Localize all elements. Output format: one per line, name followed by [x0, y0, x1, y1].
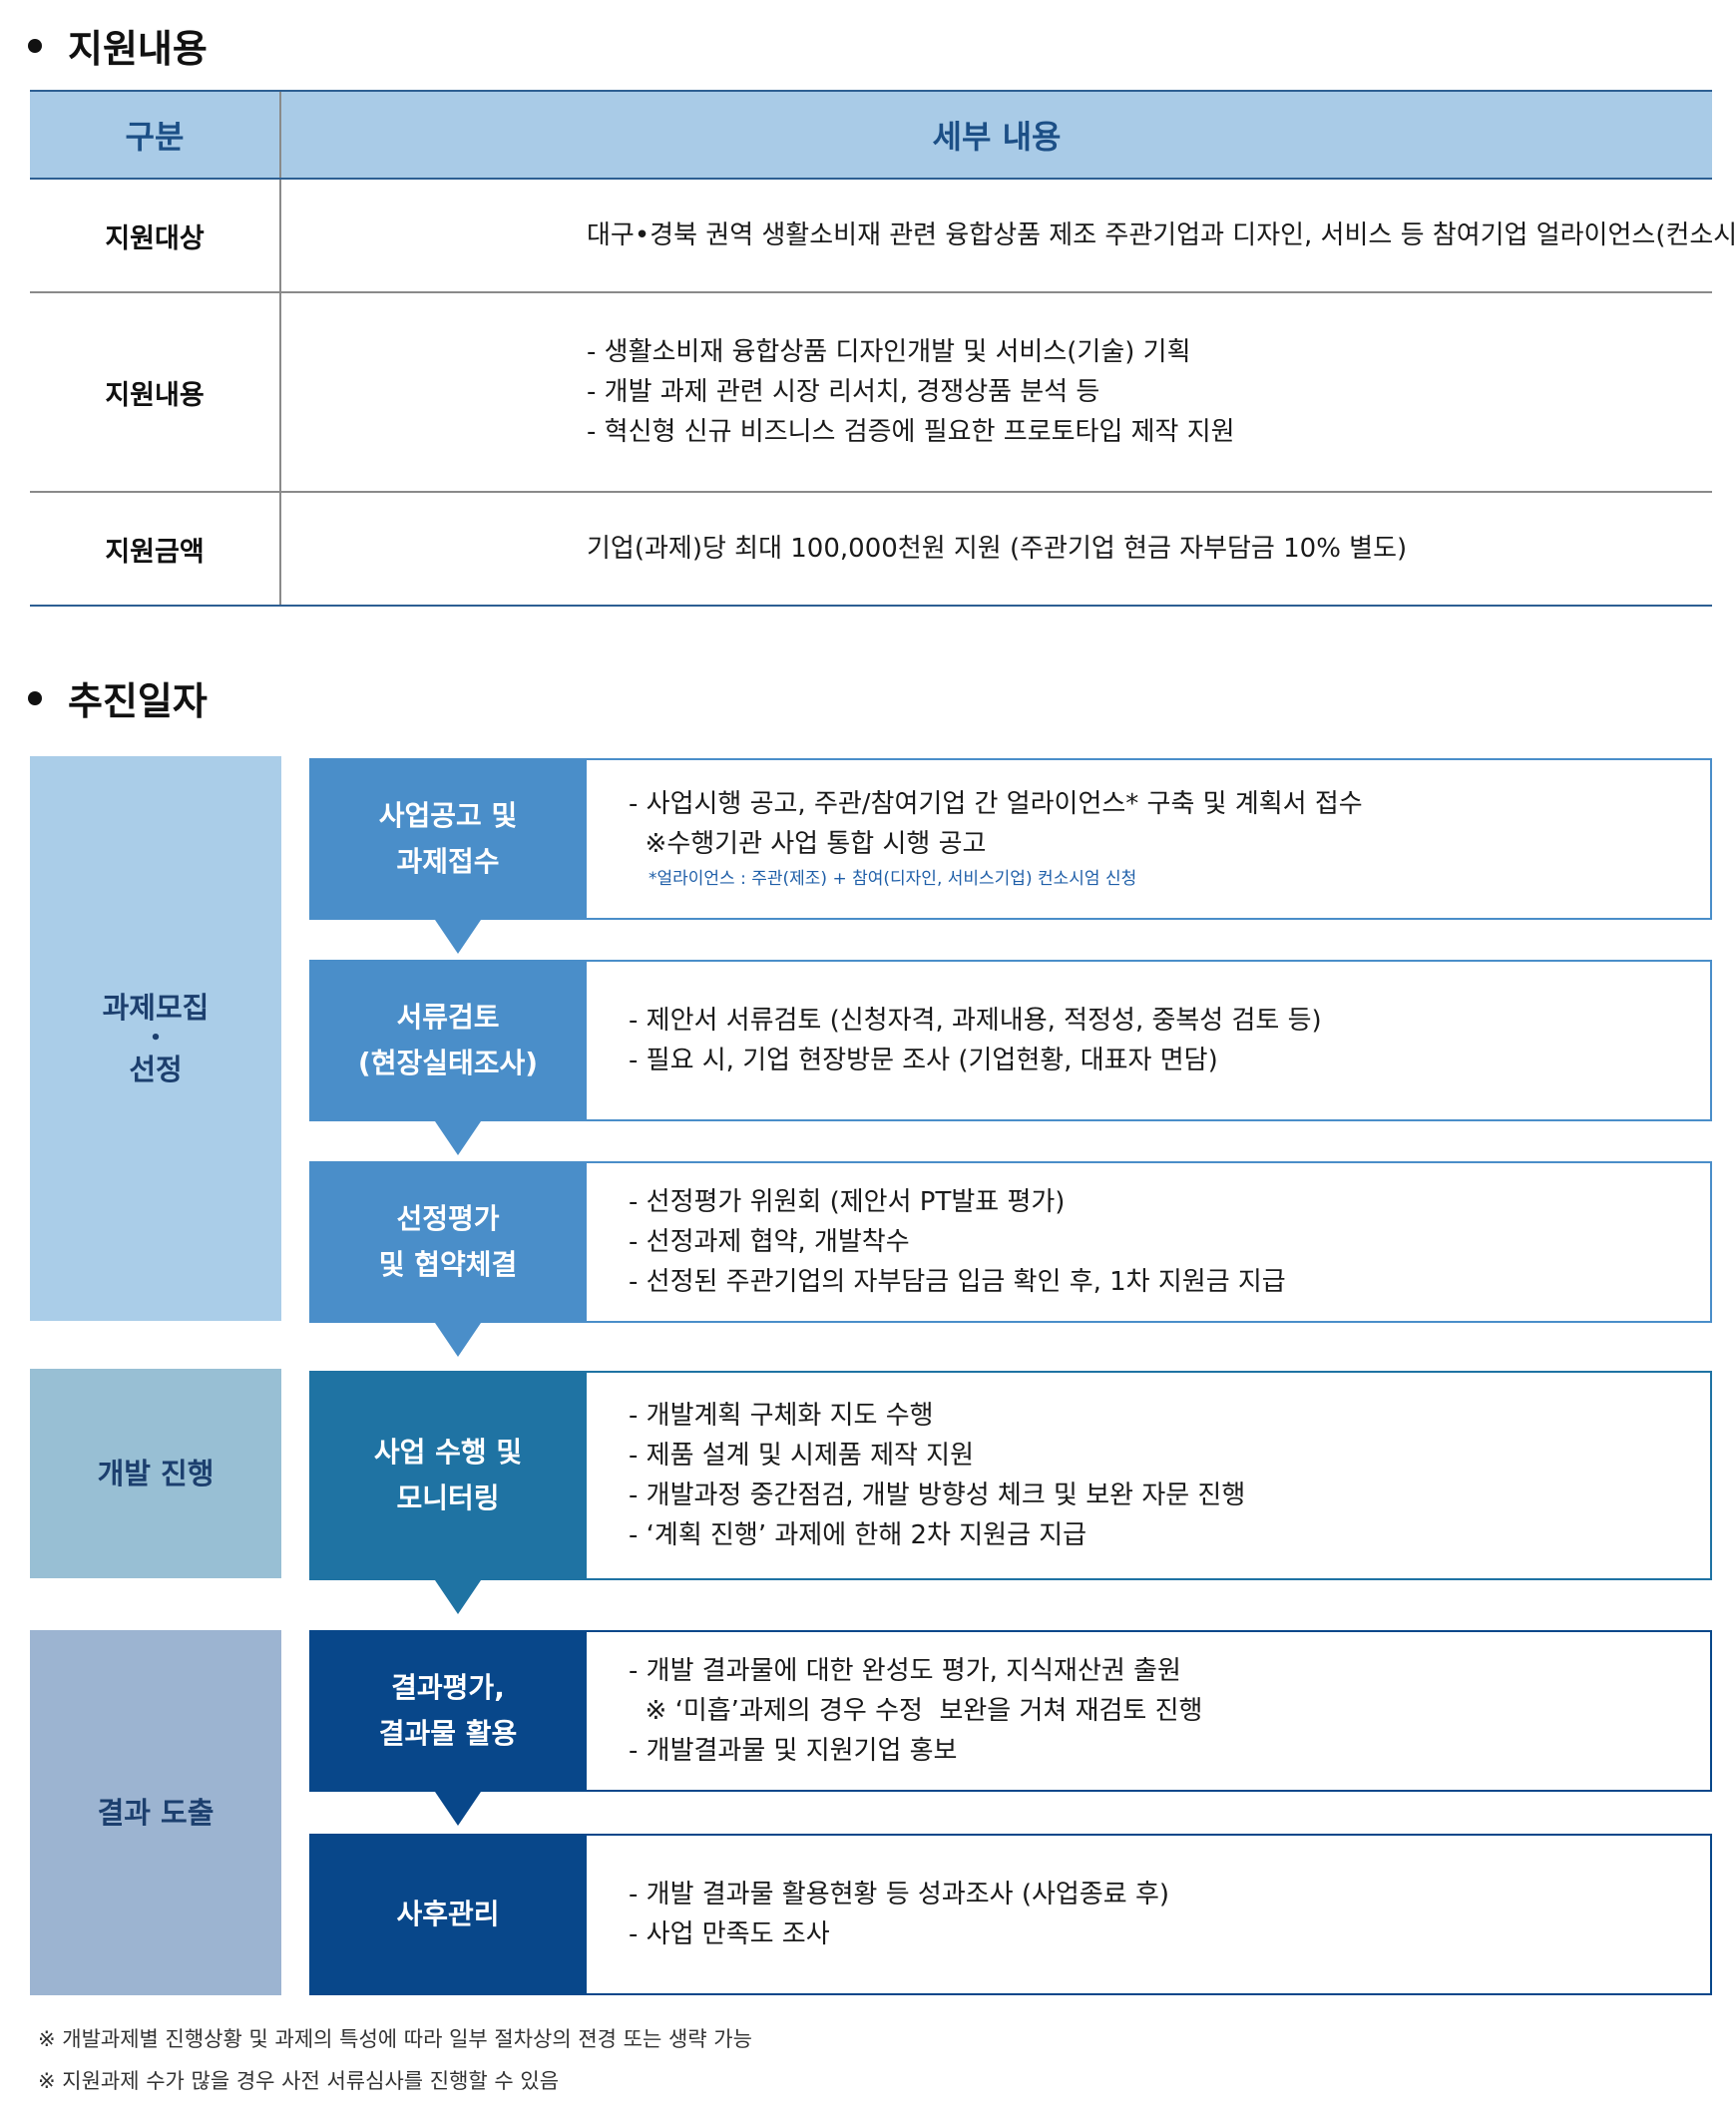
detail-line: - 개발결과물 및 지원기업 홍보: [629, 1736, 958, 1766]
step-label-line: 사업공고 및: [378, 799, 518, 832]
step-document-review: 서류검토 (현장실태조사) - 제안서 서류검토 (신청자격, 과제내용, 적정…: [309, 960, 1712, 1155]
step-detail: - 제안서 서류검토 (신청자격, 과제내용, 적정성, 중복성 검토 등) -…: [587, 960, 1712, 1121]
phase-label: 과제모집: [102, 991, 210, 1025]
phase-label: 선정: [129, 1053, 183, 1086]
step-label-line: 모니터링: [396, 1481, 500, 1514]
detail-line: - 생활소비재 융합상품 디자인개발 및 서비스(기술) 기획: [587, 337, 1191, 367]
step-label-line: 결과물 활용: [378, 1717, 518, 1750]
down-arrow-icon: [435, 920, 481, 954]
detail-line: 기업(과제)당 최대 100,000천원 지원 (주관기업 현금 자부담금 10…: [587, 534, 1408, 564]
detail-line: - 개발계획 구체화 지도 수행: [629, 1401, 934, 1431]
support-table: 구분 세부 내용 지원대상 대구•경북 권역 생활소비재 관련 융합상품 제조 …: [30, 90, 1736, 607]
detail-line: - 필요 시, 기업 현장방문 조사 (기업현황, 대표자 면담): [629, 1046, 1218, 1075]
table-header: 구분 세부 내용: [30, 90, 1712, 180]
table-row: 지원금액 기업(과제)당 최대 100,000천원 지원 (주관기업 현금 자부…: [30, 493, 1712, 607]
phase-label: 결과 도출: [97, 1796, 215, 1830]
header-detail: 세부 내용: [932, 118, 1062, 156]
detail-line: - 선정과제 협약, 개발착수: [629, 1227, 910, 1257]
step-label: 결과평가, 결과물 활용: [309, 1630, 587, 1826]
down-arrow-icon: [435, 1323, 481, 1357]
detail-line: - 개발 결과물에 대한 완성도 평가, 지식재산권 출원: [629, 1656, 1181, 1686]
detail-line: - 제품 설계 및 시제품 제작 지원: [629, 1441, 975, 1471]
step-label-line: 과제접수: [396, 845, 500, 878]
step-label-line: (현장실태조사): [357, 1047, 539, 1079]
detail-line: - 선정평가 위원회 (제안서 PT발표 평가): [629, 1187, 1066, 1217]
phase-result: 결과 도출: [30, 1630, 281, 1995]
header-category: 구분: [30, 92, 281, 178]
step-detail: - 선정평가 위원회 (제안서 PT발표 평가) - 선정과제 협약, 개발착수…: [587, 1161, 1712, 1323]
step-detail: - 개발계획 구체화 지도 수행 - 제품 설계 및 시제품 제작 지원 - 개…: [587, 1371, 1712, 1580]
table-row: 지원내용 - 생활소비재 융합상품 디자인개발 및 서비스(기술) 기획 - 개…: [30, 293, 1712, 493]
section-title-support: 지원내용: [28, 18, 208, 73]
row-detail: - 생활소비재 융합상품 디자인개발 및 서비스(기술) 기획 - 개발 과제 …: [281, 293, 1712, 491]
step-monitoring: 사업 수행 및 모니터링 - 개발계획 구체화 지도 수행 - 제품 설계 및 …: [309, 1371, 1712, 1614]
step-label-line: 사후관리: [396, 1898, 500, 1930]
note: ※ 지원과제 수가 많을 경우 사전 서류심사를 진행할 수 있음: [38, 2069, 560, 2093]
phase-label: 개발 진행: [97, 1457, 215, 1490]
phase-recruit-select: 과제모집 • 선정: [30, 756, 281, 1321]
step-label-line: 선정평가: [396, 1202, 500, 1235]
bullet-icon: [28, 690, 42, 705]
detail-line: ※ ‘미흡’과제의 경우 수정 보완을 거쳐 재검토 진행: [629, 1696, 1203, 1726]
step-detail: - 개발 결과물 활용현황 등 성과조사 (사업종료 후) - 사업 만족도 조…: [587, 1834, 1712, 1995]
footnote: *얼라이언스 : 주관(제조) + 참여(디자인, 서비스기업) 컨소시엄 신청: [649, 869, 1137, 889]
step-label: 사업공고 및 과제접수: [309, 758, 587, 954]
row-label: 지원대상: [30, 180, 281, 291]
step-label-line: 서류검토: [396, 1001, 500, 1034]
note: ※ 개발과제별 진행상황 및 과제의 특성에 따라 일부 절차상의 젼경 또는 …: [38, 2027, 752, 2051]
step-label: 서류검토 (현장실태조사): [309, 960, 587, 1155]
row-detail: 기업(과제)당 최대 100,000천원 지원 (주관기업 현금 자부담금 10…: [281, 493, 1712, 605]
step-evaluation: 결과평가, 결과물 활용 - 개발 결과물에 대한 완성도 평가, 지식재산권 …: [309, 1630, 1712, 1826]
step-detail: - 개발 결과물에 대한 완성도 평가, 지식재산권 출원 ※ ‘미흡’과제의 …: [587, 1630, 1712, 1792]
step-follow-up: 사후관리 - 개발 결과물 활용현황 등 성과조사 (사업종료 후) - 사업 …: [309, 1834, 1712, 1995]
step-selection: 선정평가 및 협약체결 - 선정평가 위원회 (제안서 PT발표 평가) - 선…: [309, 1161, 1712, 1357]
detail-line: - 사업 만족도 조사: [629, 1919, 830, 1949]
detail-line: 대구•경북 권역 생활소비재 관련 융합상품 제조 주관기업과 디자인, 서비스…: [587, 220, 1736, 250]
detail-line: - 혁신형 신규 비즈니스 검증에 필요한 프로토타입 제작 지원: [587, 417, 1235, 447]
step-detail: - 사업시행 공고, 주관/참여기업 간 얼라이언스* 구축 및 계획서 접수 …: [587, 758, 1712, 920]
phase-dot: •: [150, 1028, 162, 1049]
detail-line: - ‘계획 진행’ 과제에 한해 2차 지원금 지급: [629, 1520, 1087, 1550]
step-label: 사후관리: [309, 1834, 587, 1995]
row-label: 지원내용: [30, 293, 281, 491]
detail-line: - 사업시행 공고, 주관/참여기업 간 얼라이언스* 구축 및 계획서 접수: [629, 789, 1363, 819]
detail-line: - 개발 결과물 활용현황 등 성과조사 (사업종료 후): [629, 1880, 1170, 1909]
detail-line: - 제안서 서류검토 (신청자격, 과제내용, 적정성, 중복성 검토 등): [629, 1006, 1322, 1036]
step-label: 선정평가 및 협약체결: [309, 1161, 587, 1357]
bullet-icon: [28, 38, 42, 53]
down-arrow-icon: [435, 1121, 481, 1155]
step-label: 사업 수행 및 모니터링: [309, 1371, 587, 1614]
phase-development: 개발 진행: [30, 1369, 281, 1578]
detail-line: - 개발 과제 관련 시장 리서치, 경쟁상품 분석 등: [587, 377, 1100, 407]
step-label-line: 사업 수행 및: [373, 1436, 523, 1469]
detail-line: ※수행기관 사업 통합 시행 공고: [629, 829, 987, 859]
table-row: 지원대상 대구•경북 권역 생활소비재 관련 융합상품 제조 주관기업과 디자인…: [30, 180, 1736, 293]
section-title-schedule: 추진일자: [28, 670, 208, 725]
detail-line: - 개발과정 중간점검, 개발 방향성 체크 및 보완 자문 진행: [629, 1480, 1246, 1510]
down-arrow-icon: [435, 1580, 481, 1614]
down-arrow-icon: [435, 1792, 481, 1826]
step-announcement: 사업공고 및 과제접수 - 사업시행 공고, 주관/참여기업 간 얼라이언스* …: [309, 758, 1712, 954]
row-label: 지원금액: [30, 493, 281, 605]
section-title-text: 지원내용: [68, 27, 208, 71]
step-label-line: 및 협약체결: [378, 1248, 518, 1281]
step-label-line: 결과평가,: [391, 1671, 505, 1704]
detail-line: - 선정된 주관기업의 자부담금 입금 확인 후, 1차 지원금 지급: [629, 1267, 1286, 1297]
section-title-text: 추진일자: [68, 679, 208, 723]
row-detail: 대구•경북 권역 생활소비재 관련 융합상품 제조 주관기업과 디자인, 서비스…: [281, 180, 1736, 291]
